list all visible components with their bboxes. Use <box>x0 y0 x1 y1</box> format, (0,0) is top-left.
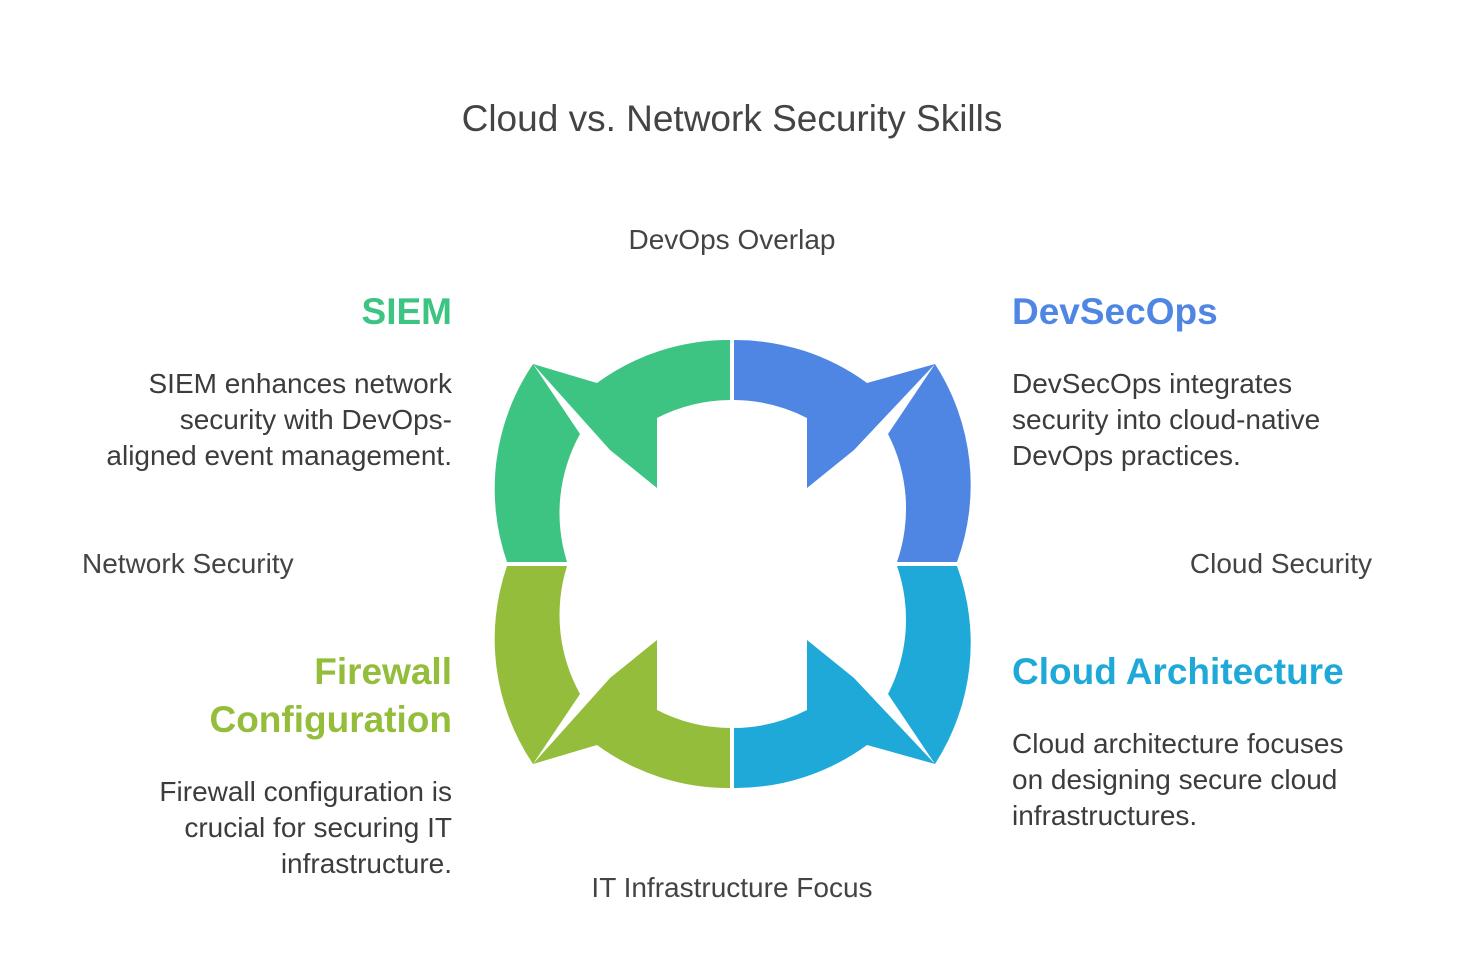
description-line: on designing secure cloud <box>1012 764 1338 795</box>
quadrant-heading: Cloud Architecture <box>1012 651 1344 692</box>
description-line: infrastructure. <box>280 848 452 879</box>
ring-segment-bottom-left <box>494 566 730 789</box>
quadrant-heading: DevSecOps <box>1012 291 1218 332</box>
description-line: security with DevOps- <box>179 404 452 435</box>
description-line: security into cloud-native <box>1012 404 1321 435</box>
axis-label-bottom: IT Infrastructure Focus <box>591 872 873 903</box>
quadrant-siem: SIEM <box>362 288 452 336</box>
quadrant-devsecops: DevSecOps <box>1012 288 1218 336</box>
description-line: DevSecOps integrates <box>1012 368 1293 399</box>
quadrant-description-firewall: Firewall configuration is crucial for se… <box>159 774 452 882</box>
quadrant-description-cloud-architecture: Cloud architecture focuses on designing … <box>1012 726 1344 834</box>
quadrant-description-siem: SIEM enhances network security with DevO… <box>106 366 452 474</box>
quadrant-heading: Firewall <box>314 651 452 692</box>
axis-label-left: Network Security <box>82 548 294 579</box>
description-line: Firewall configuration is <box>159 776 452 807</box>
description-line: SIEM enhances network <box>148 368 453 399</box>
description-line: Cloud architecture focuses <box>1012 728 1344 759</box>
quadrant-description-devsecops: DevSecOps integrates security into cloud… <box>1012 366 1320 474</box>
quadrant-cloud-architecture: Cloud Architecture <box>1012 648 1344 696</box>
quadrant-heading: SIEM <box>361 291 452 332</box>
quadrant-heading: Configuration <box>209 699 452 740</box>
axis-label-top: DevOps Overlap <box>628 224 836 255</box>
description-line: aligned event management. <box>106 440 452 471</box>
diagram-title: Cloud vs. Network Security Skills <box>461 98 1003 139</box>
ring-segment-bottom-right <box>734 566 971 789</box>
description-line: infrastructures. <box>1012 800 1198 831</box>
description-line: crucial for securing IT <box>184 812 452 843</box>
ring-segment-top-right <box>734 339 971 562</box>
axis-label-right: Cloud Security <box>1189 548 1372 579</box>
quadrant-firewall-configuration: Firewall Configuration <box>209 648 452 744</box>
description-line: DevOps practices. <box>1012 440 1241 471</box>
ring-segment-top-left <box>494 339 730 562</box>
